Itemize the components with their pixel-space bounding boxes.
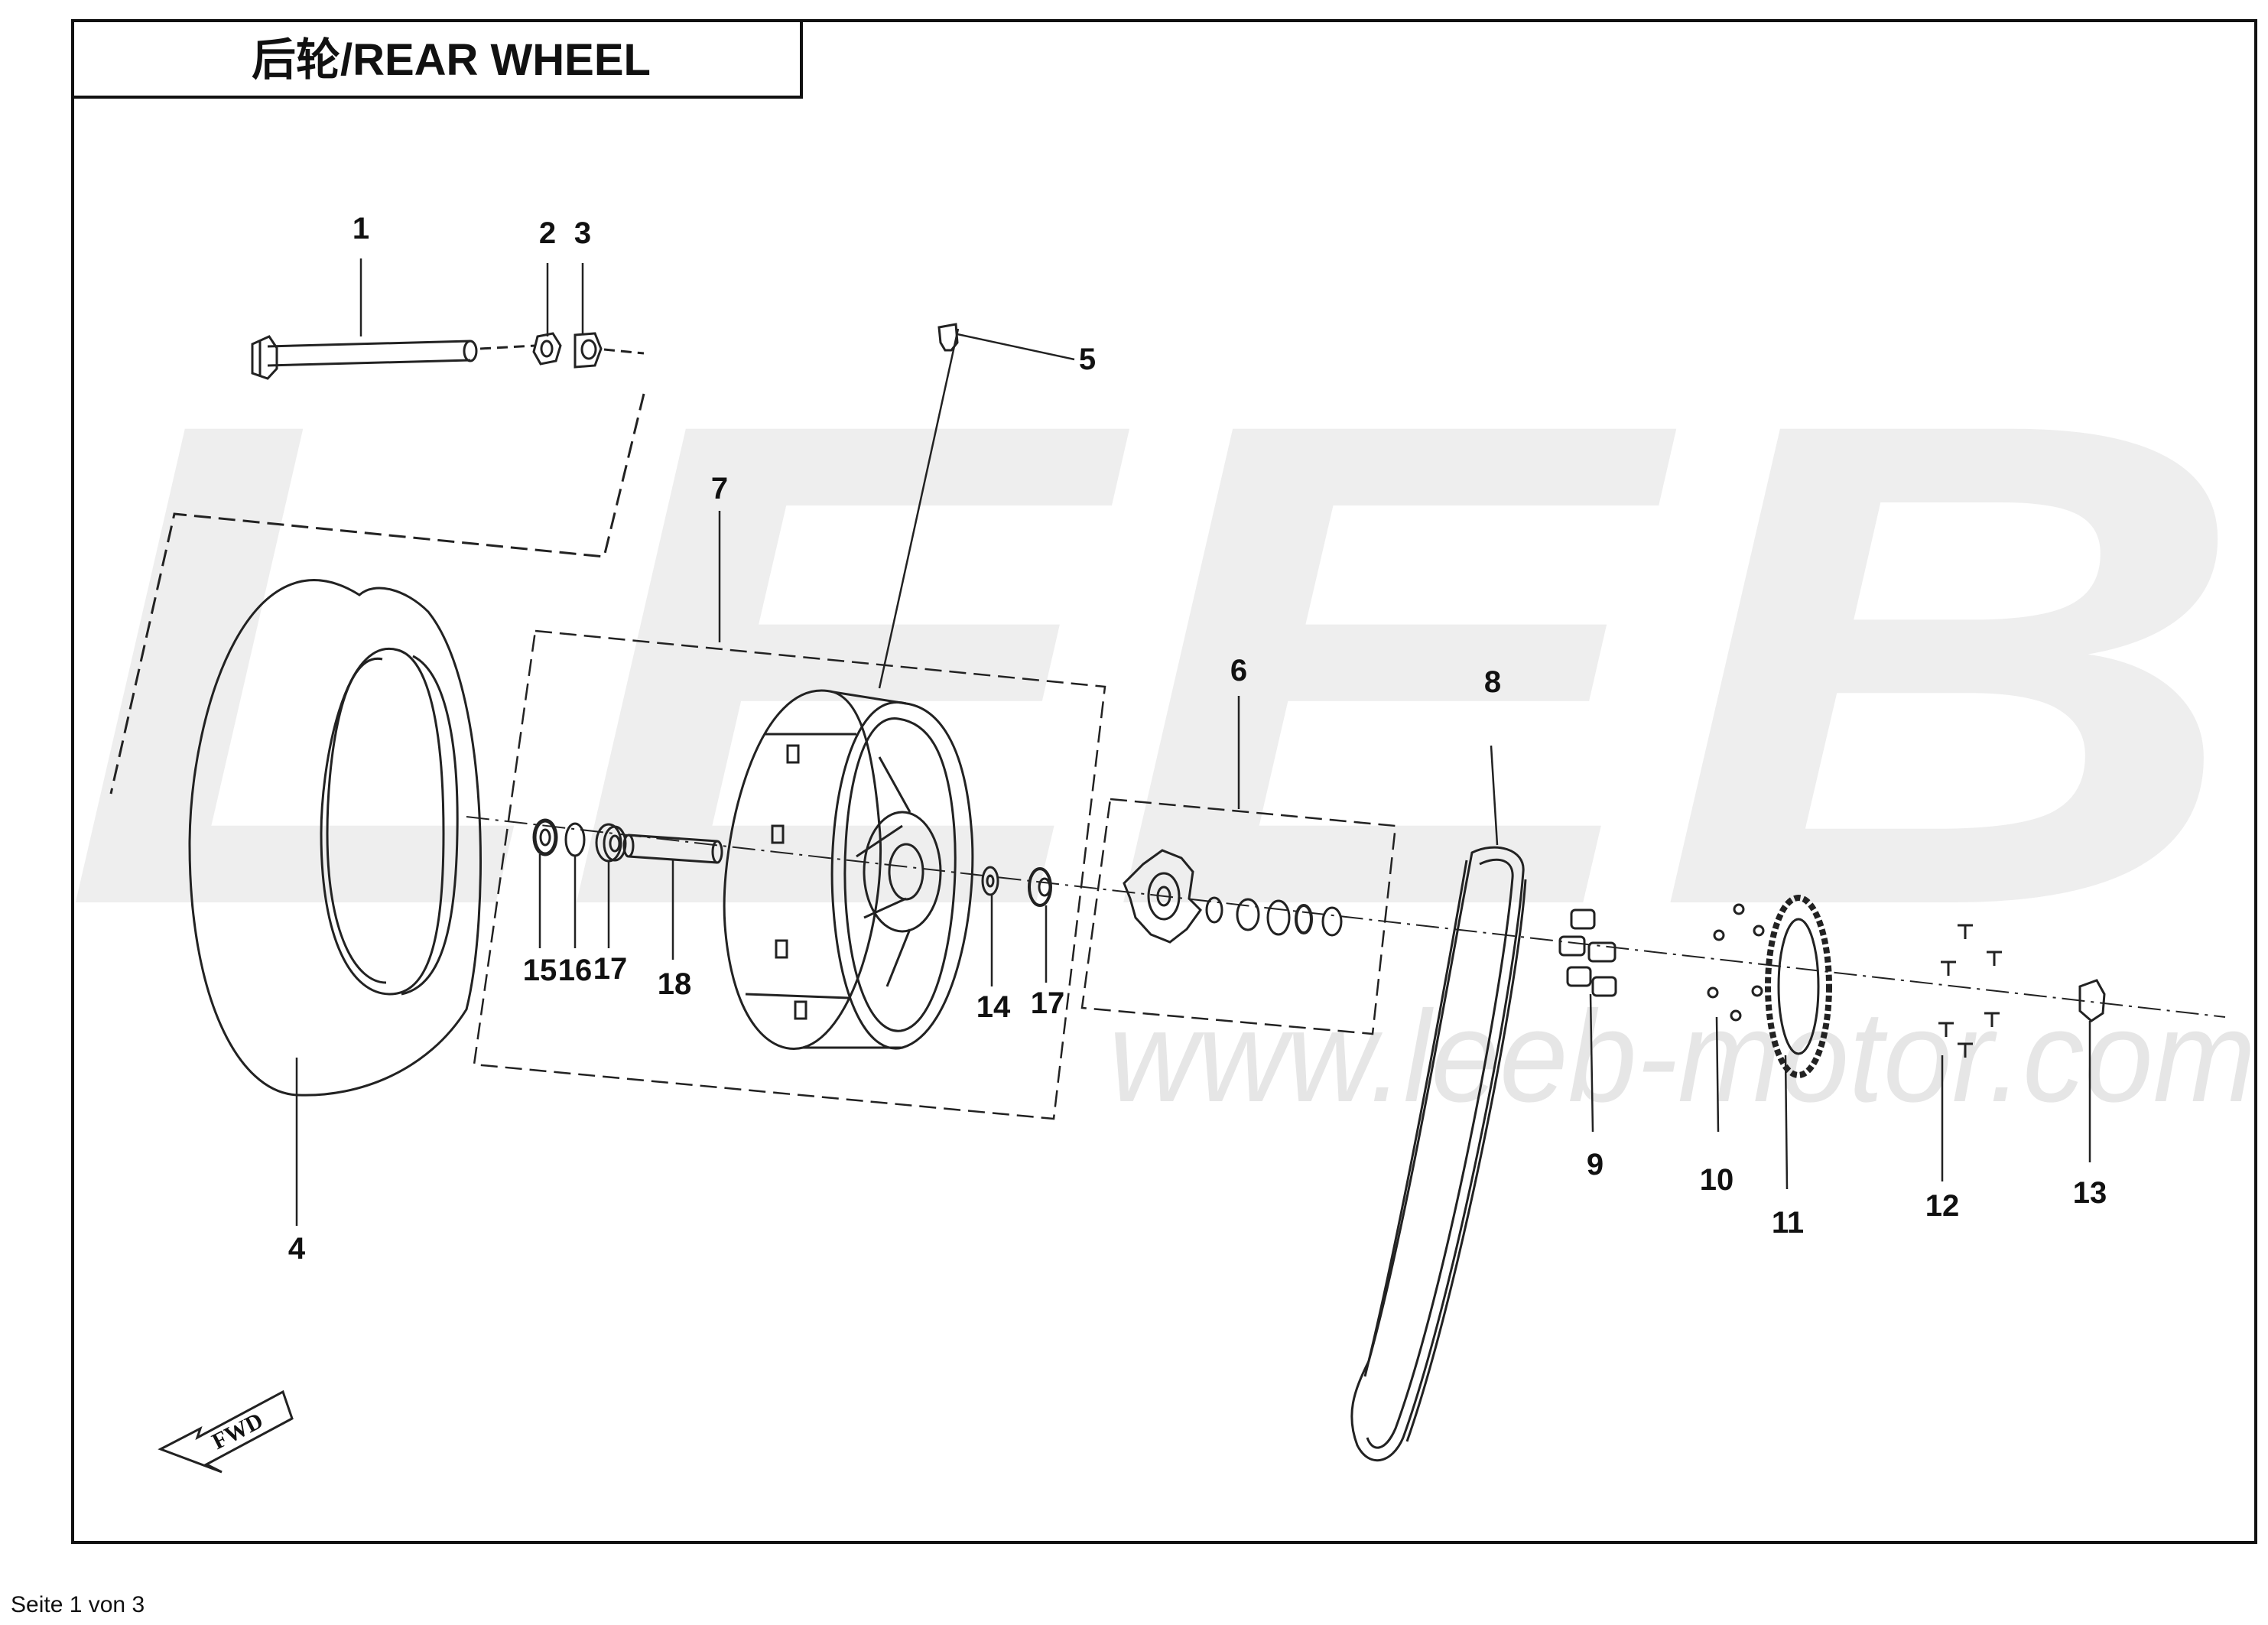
axle-spacer-part — [573, 332, 645, 369]
watermark-url: www.leeb-motor.com — [1109, 984, 2256, 1129]
watermark-logo: LEEB — [61, 279, 2248, 1048]
damper-rubber-part — [1558, 908, 1617, 1133]
callout-17-left: 17 — [593, 952, 628, 986]
rear-sprocket-part — [1765, 895, 1832, 1190]
callout-11: 11 — [1772, 1206, 1804, 1240]
axle-locknut-part — [2078, 979, 2106, 1162]
axle-part — [251, 335, 536, 380]
rim-part — [723, 689, 974, 1050]
sprocket-nuts-part — [1707, 903, 1765, 1133]
spacer-tube-part — [622, 834, 723, 864]
callout-12: 12 — [1925, 1189, 1960, 1223]
oil-seal-part — [532, 818, 558, 856]
callout-13: 13 — [2073, 1176, 2107, 1210]
callout-9: 9 — [1587, 1148, 1604, 1181]
hub-group-box — [1080, 798, 1397, 1035]
callout-16: 16 — [558, 954, 593, 987]
sprocket-hub-part — [1123, 849, 1202, 944]
callout-17-right: 17 — [1031, 986, 1065, 1020]
page-counter: Seite 1 von 3 — [11, 1592, 145, 1617]
callout-18: 18 — [658, 967, 692, 1001]
callout-8: 8 — [1484, 665, 1501, 699]
callout-14: 14 — [976, 990, 1011, 1024]
axle-assembly-path — [109, 393, 645, 795]
tire-part — [188, 579, 482, 1097]
assembly-centerline — [466, 816, 2226, 1018]
callout-4: 4 — [288, 1232, 306, 1266]
title-box: 后轮/REAR WHEEL — [71, 19, 803, 99]
sprocket-bolts-part — [1938, 924, 2002, 1181]
valve-part — [937, 323, 1075, 361]
callout-2: 2 — [539, 216, 556, 250]
drive-chain-part — [1350, 745, 1527, 1462]
hub-bearings-part — [1205, 896, 1343, 937]
diagram-frame — [71, 19, 2257, 1544]
callout-1: 1 — [353, 212, 369, 245]
axle-nut-part — [532, 332, 562, 366]
circlip-part — [564, 822, 586, 857]
callout-5: 5 — [1079, 343, 1096, 376]
wheel-group-box — [473, 629, 1106, 1120]
callout-15: 15 — [523, 954, 557, 987]
leeb-watermark: LEEB www.leeb-motor.com — [61, 279, 2256, 1129]
page-title: 后轮/REAR WHEEL — [252, 35, 651, 85]
callout-7: 7 — [711, 472, 728, 505]
collar-part — [981, 866, 999, 896]
callout-6: 6 — [1230, 654, 1247, 687]
bearing-part-right — [1028, 867, 1052, 907]
callout-3: 3 — [574, 216, 591, 250]
forward-direction-arrow: FWD — [158, 1389, 294, 1474]
callout-10: 10 — [1700, 1163, 1734, 1197]
